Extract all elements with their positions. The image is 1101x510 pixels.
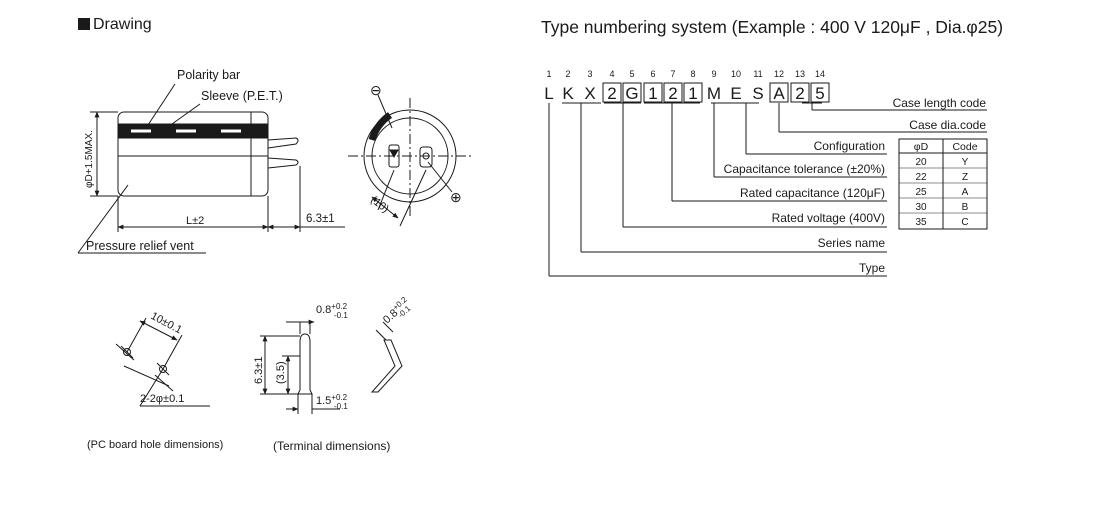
type-position-number: 6 [650,69,655,79]
square-bullet-icon [78,18,90,30]
pressure-vent-label: Pressure relief vent [86,239,194,253]
code-table-cell: 22 [915,172,927,183]
plus-sign-icon: ⊕ [450,189,462,205]
type-code-char: 5 [815,84,824,103]
terminal-caption: (Terminal dimensions) [273,439,390,453]
code-table-cell: C [961,217,968,228]
code-table-cell: Y [962,157,969,168]
drawing-section-title: Drawing [78,16,152,34]
type-code-char: S [752,84,763,103]
type-char-box [790,82,810,103]
pcb-hole-icon [123,348,131,356]
polarity-bar-label: Polarity bar [177,68,240,82]
type-position-number: 8 [690,69,695,79]
minus-leader [377,94,393,129]
length-label: L±2 [186,215,204,227]
type-char-box [602,82,622,103]
rated-voltage-label: Rated voltage (400V) [772,211,885,225]
type-position-number: 14 [815,69,825,79]
case-length-label: Case length code [893,96,987,110]
plus-leader [427,161,453,193]
type-position-number: 11 [753,69,762,79]
type-code-char: L [544,84,553,103]
type-position-number: 1 [546,69,551,79]
type-code-char: G [625,84,638,103]
type-code-char: 2 [668,84,677,103]
terminal-inner-label: (3.5) [275,361,287,384]
code-table-cells: φD Code 20 Y 22 Z 25 A 30 B 35 C [914,141,978,228]
type-code-char: M [707,84,721,103]
case-dia-label: Case dia.code [909,118,986,132]
series-name-label: Series name [818,236,886,250]
sleeve-label: Sleeve (P.E.T.) [201,89,283,103]
code-table-cell: 35 [915,217,927,228]
type-char-box [683,82,703,103]
code-table-cell: B [962,202,969,213]
code-table-cell: 30 [915,202,927,213]
type-code-char: K [562,84,574,103]
type-position-number: 5 [629,69,634,79]
type-code-char: 1 [648,84,657,103]
type-char-box [663,82,683,103]
code-table-header: Code [952,141,977,153]
type-code-leaders [548,102,987,277]
type-label: Type [859,261,885,275]
code-table-header: φD [914,141,929,153]
type-position-number: 3 [587,69,592,79]
code-table-cell: 25 [915,187,927,198]
minus-sign-icon: ⊖ [370,82,382,98]
hole-dia-label: 2-2φ±0.1 [140,393,184,405]
type-position-number: 7 [670,69,675,79]
code-table-cell: A [962,187,969,198]
polarity-bar-leader [147,83,176,126]
type-code-char: E [730,84,741,103]
type-position-number: 10 [731,69,741,79]
capacitor-side-view [77,83,345,254]
pitch-10-label: (10) [368,194,391,216]
terminal-length-label: 6.3±1 [306,213,335,225]
type-char-box [643,82,663,103]
type-char-box [622,82,642,103]
rated-cap-label: Rated capacitance (120μF) [740,186,885,200]
type-char-box [769,82,789,103]
type-char-box [810,82,830,103]
type-code-char: 1 [688,84,697,103]
type-position-number: 13 [795,69,805,79]
capacitor-end-view [348,94,472,227]
type-position-number: 12 [774,69,784,79]
type-position-number: 4 [609,69,614,79]
type-code-char: X [584,84,595,103]
code-table-cell: 20 [915,157,927,168]
code-table-cell: Z [962,172,968,183]
hole-pitch-label: 10±0.1 [149,310,184,336]
type-code-char: A [773,84,785,103]
configuration-label: Configuration [814,139,885,153]
type-code-char: 2 [607,84,616,103]
pressure-vent-leader [77,184,129,254]
type-numbering-title: Type numbering system (Example : 400 V 1… [541,17,1004,37]
sleeve-leader [171,103,201,125]
type-position-number: 2 [565,69,570,79]
pcb-caption: (PC board hole dimensions) [87,439,223,451]
terminal-height-label: 6.3±1 [253,357,265,384]
type-code-char: 2 [795,84,804,103]
type-position-number: 9 [711,69,716,79]
pcb-hole-diagram [115,317,210,407]
cap-tolerance-label: Capacitance tolerance (±20%) [724,162,885,176]
diameter-label: φD+1.5MAX. [84,130,95,188]
case-dia-code-table [898,138,988,230]
pcb-hole-icon [159,365,167,373]
terminal-diagram [260,319,403,414]
terminal-width-label: 0.8+0.2-0.1 [316,302,348,320]
terminal-base-label: 1.5+0.2-0.1 [316,393,348,411]
